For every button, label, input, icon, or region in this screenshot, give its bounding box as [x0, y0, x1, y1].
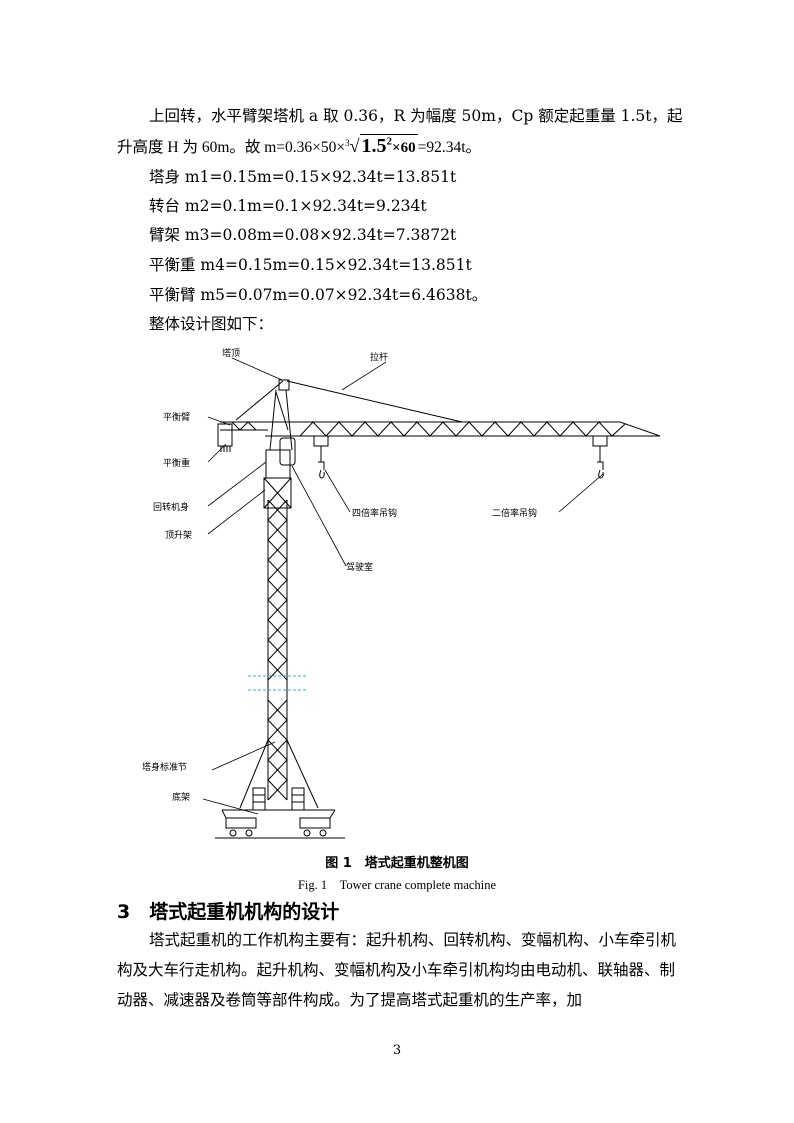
crane-diagram: 塔顶 拉杆 平衡臂 平衡重 回转机身 顶升架 驾驶室 四倍率吊钩 二倍率吊钩 塔… [142, 347, 661, 839]
label-slewing-body: 回转机身 [153, 501, 189, 513]
label-hook2: 二倍率吊钩 [492, 507, 537, 519]
radicand-base: 1.5 [361, 135, 387, 157]
label-tower-top: 塔顶 [222, 347, 240, 359]
label-counter-jib: 平衡臂 [163, 411, 190, 423]
section-paragraph: 塔式起重机的工作机构主要有：起升机构、回转机构、变幅机构、小车牵引机构及大车行走… [117, 931, 677, 1009]
mass-line-2: 转台 m2=0.1m=0.1×92.34t=9.234t [149, 197, 427, 215]
figure-intro: 整体设计图如下： [149, 315, 274, 333]
radicand-rest: ×60 [392, 140, 416, 156]
mass-line-4: 平衡重 m4=0.15m=0.15×92.34t=13.851t [149, 256, 472, 274]
label-counterweight: 平衡重 [163, 457, 190, 469]
mass-line-1: 塔身 m1=0.15m=0.15×92.34t=13.851t [149, 168, 457, 186]
mass-line-3: 臂架 m3=0.08m=0.08×92.34t=7.3872t [149, 226, 457, 244]
label-mast-section: 塔身标准节 [142, 761, 187, 773]
page-number: 3 [392, 1043, 402, 1058]
formula-radicand: 1.52×60 [359, 134, 418, 158]
radicand-exp: 2 [386, 135, 393, 148]
label-cab: 驾驶室 [346, 561, 373, 573]
intro-line-2: 升高度 H 为 60m。故 m=0.36×50×3√1.52×60=92.34t… [117, 134, 482, 158]
formula-result: =92.34t。 [417, 139, 482, 156]
label-climbing-frame: 顶升架 [165, 530, 192, 541]
figure-caption-cn: 图 1 塔式起重机整机图 [325, 856, 469, 871]
label-base: 底架 [172, 791, 190, 803]
intro-line-1: 上回转，水平臂架塔机 a 取 0.36，R 为幅度 50m，Cp 额定起重量 1… [149, 107, 683, 125]
formula-prefix: 升高度 H 为 60m。故 m=0.36×50× [117, 139, 346, 156]
section-heading: 3 塔式起重机机构的设计 [117, 901, 340, 923]
figure-caption-en: Fig. 1 Tower crane complete machine [297, 878, 496, 892]
label-hook4: 四倍率吊钩 [352, 507, 397, 519]
label-tie-rod: 拉杆 [370, 351, 388, 363]
root-index: 3 [345, 137, 350, 148]
mass-line-5: 平衡臂 m5=0.07m=0.07×92.34t=6.4638t。 [149, 286, 488, 304]
